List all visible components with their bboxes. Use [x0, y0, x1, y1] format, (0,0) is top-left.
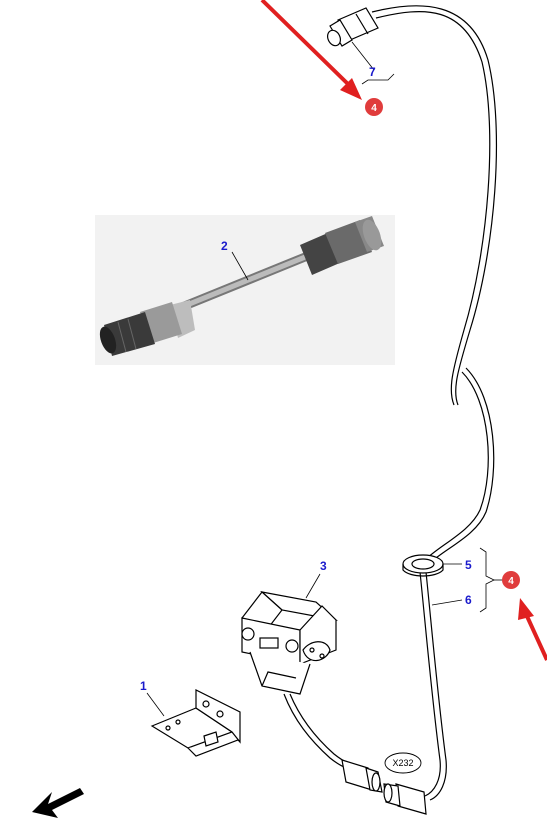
extension-cable-photo	[99, 216, 384, 356]
callout-6: 6	[465, 593, 472, 607]
mounting-bracket	[150, 689, 241, 757]
leader-2	[231, 251, 249, 281]
main-cable	[371, 5, 498, 801]
cable-plug	[383, 783, 427, 815]
camera-plug	[341, 759, 383, 793]
leader-6	[431, 599, 463, 606]
callout-3: 3	[320, 559, 327, 573]
group-badge-top: 4	[365, 98, 383, 116]
callout-1: 1	[140, 679, 147, 693]
svg-text:X232: X232	[392, 758, 413, 768]
connector-label: X232	[384, 752, 422, 774]
callout-5: 5	[465, 558, 472, 572]
svg-text:4: 4	[371, 103, 377, 114]
grommet	[402, 554, 444, 577]
leader-1	[146, 692, 165, 717]
top-connector	[326, 7, 379, 47]
camera-cable	[283, 693, 361, 771]
black-direction-arrow-icon	[32, 788, 84, 818]
svg-text:4: 4	[508, 576, 514, 587]
red-arrow-icon	[518, 598, 547, 661]
callout-2: 2	[221, 239, 228, 253]
camera	[241, 591, 338, 695]
group-badge-right: 4	[502, 571, 520, 589]
callout-7: 7	[369, 65, 376, 79]
leader-3	[305, 573, 321, 599]
red-arrow-icon	[260, 0, 362, 100]
bracket-right	[479, 547, 495, 613]
bracket-7	[361, 73, 395, 85]
leader-7	[351, 41, 375, 71]
